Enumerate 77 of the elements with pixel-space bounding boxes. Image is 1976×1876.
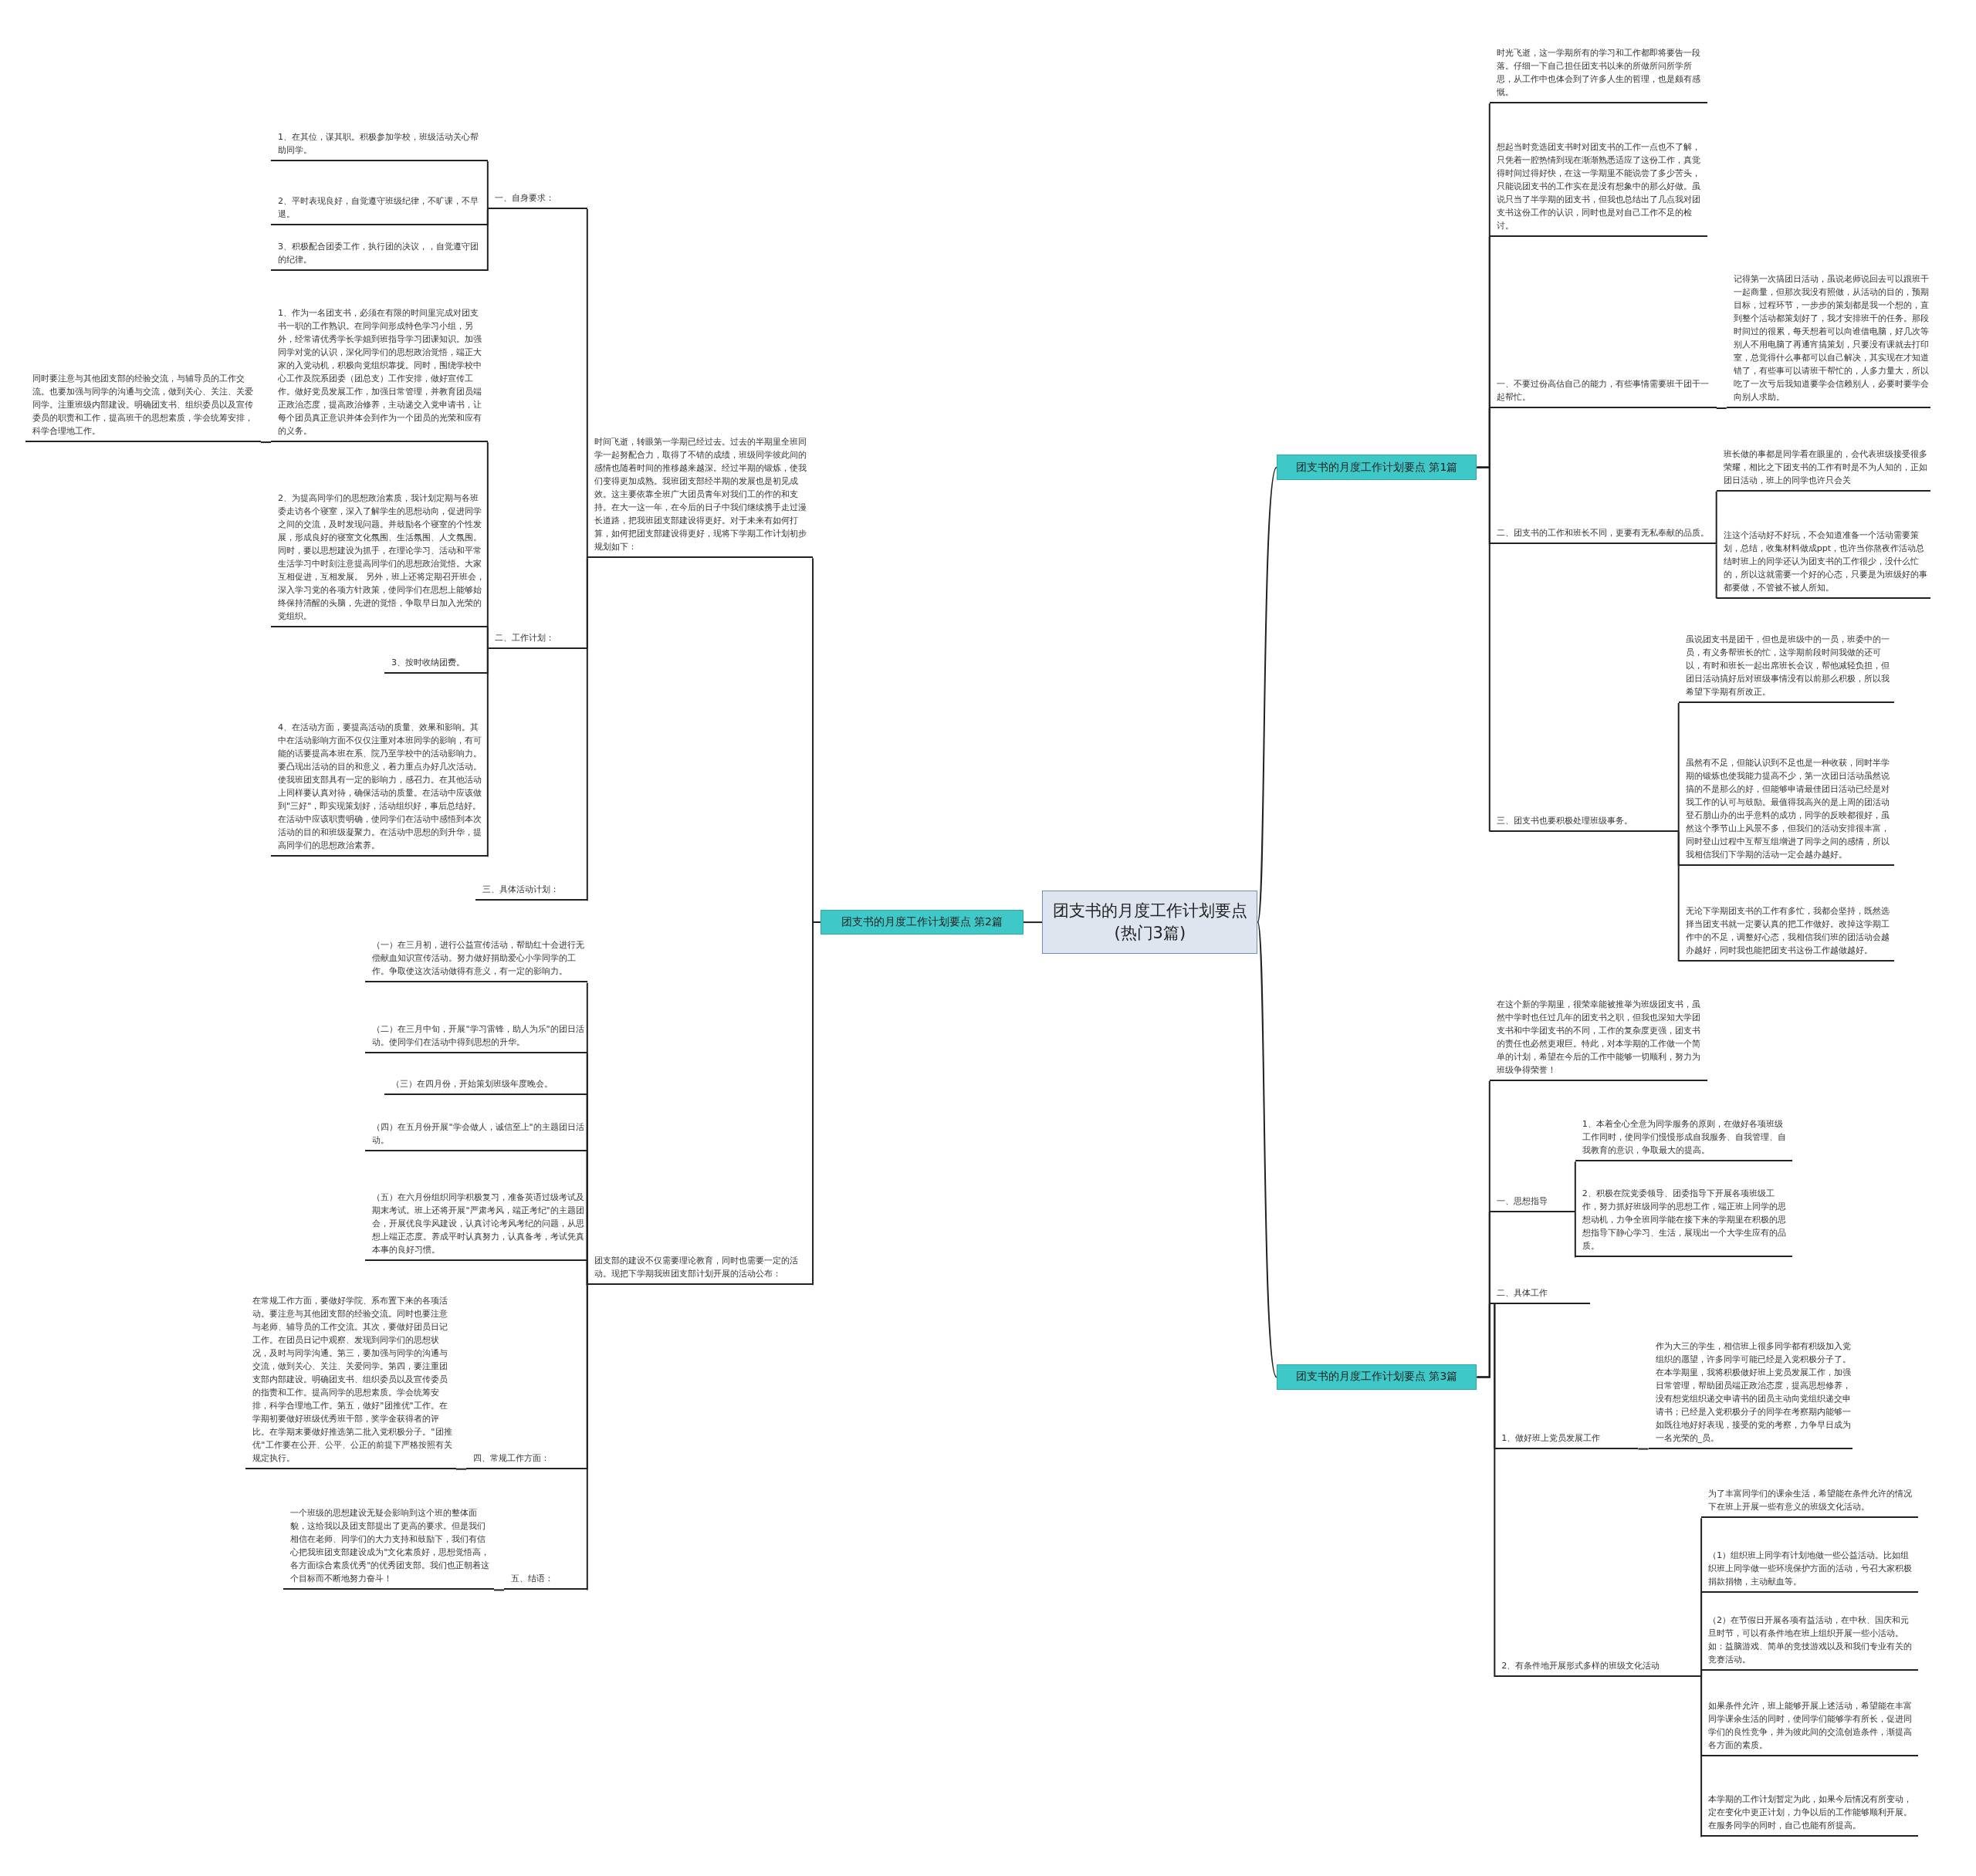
connector-line bbox=[455, 1468, 468, 1470]
underlined-topic: 1、做好班上党员发展工作 bbox=[1494, 1431, 1639, 1449]
underlined-topic: 无论下学期团支书的工作有多忙，我都会坚持，既然选择当团支书就一定要认真的把工作做好。改掉这学期工作中的不足，调整好心态，我相信我们班的团活动会越办越好，同时我也能把团支书这份工作越做越好。 bbox=[1678, 904, 1894, 962]
underlined-topic: 2、平时表现良好，自觉遵守班级纪律，不旷课，不早退。 bbox=[271, 194, 488, 226]
underlined-topic: （1）组织班上同学有计划地做一些公益活动。比如组织班上同学做一些环境保护方面的活动，号召大家积极捐款捐物，主动献血等。 bbox=[1701, 1548, 1918, 1593]
connector-line bbox=[486, 161, 489, 210]
underlined-topic: 想起当时竞选团支书时对团支书的工作一点也不了解，只凭着一腔热情到现在渐渐熟悉适应了这份工作，真觉得时间过得好快，在这一学期里不能说尝了多少苦头，只能说团支书的工作实在是没有想象中的那么好做。虽说只当了半学期的团支书，但我也总结出了几点我对团支书这份工作的认识，同时也是对自己工作不足的检讨。 bbox=[1489, 140, 1708, 237]
underlined-topic: 2、为提高同学们的思想政治素质，我计划定期与各班委走访各个寝室，深入了解学生的思想动向，促进同学之间的交流，及时发现问题。并鼓励各个寝室的个性发展，形成良好的寝室文化氛围、生活氛围、人文氛围。同时，要以思想建设为抓手，在理论学习、活动和平常生活学习中时刻注意提高同学们的思想政治觉悟。大家互相促进，互相发展。 另外，班上还将定期召开班会，深入学习党的各项方针政策，使同学们在思想上能够始终保持清醒的头脑，先进的觉悟，争取早日加入光荣的党组织。 bbox=[271, 492, 488, 628]
underlined-topic: 为了丰富同学们的课余生活，希望能在条件允许的情况下在班上开展一些有意义的班级文化活动。 bbox=[1701, 1487, 1918, 1519]
connector-line bbox=[493, 1589, 506, 1591]
connector-line bbox=[586, 1284, 588, 1591]
underlined-topic: 一个班级的思想建设无疑会影响到这个班的整体面貌，这给我以及团支部提出了更高的要求。但是我们相信在老师、同学们的大力支持和鼓励下，我们有信心把我班团支部建设成为"文化素质好，思想觉悟高，各方面综合素质优秀"的优秀团支部。我们也正朝着这个目标而不断地努力奋斗！ bbox=[283, 1506, 494, 1590]
underlined-topic: （2）在节假日开展各项有益活动，在中秋、国庆和元旦时节，可以有条件地在班上组织开展一些小活动。如：益脑游戏、简单的竞技游戏以及和我们专业有关的竞赛活动。 bbox=[1701, 1613, 1918, 1671]
underlined-topic: 在常规工作方面，要做好学院、系布置下来的各项活动。要注意与其他团支部的经验交流。同时也要注意与老师、辅导员的工作交流。其次，要做好团员日记工作。在团员日记中观察、发现到同学们的思想状况，及时与同学沟通。第三，要加强与同学的沟通与交流，做到关心、关注、关爱同学。第四，要注重团支部内部建设。明确团支书、组织委员以及宣传委员的指责和工作。提高同学的思想素质。学会统筹安排，科学合理地工作。第五，做好"团推优"工作。在学期初要做好班级优秀班干部，奖学金获得者的评比。在学期末要做好推选第二批入党积极分子。"团推优"工作要在公开、公平、公正的前提下严格按照有关规定执行。 bbox=[245, 1293, 456, 1469]
connector-line bbox=[1677, 702, 1680, 833]
connector-line bbox=[1022, 921, 1044, 924]
underlined-topic: 一、自身要求： bbox=[487, 191, 587, 210]
connector-line bbox=[1476, 1303, 1490, 1378]
underlined-topic: 1、本着全心全意为同学服务的原则，在做好各项班级工作同时，使同学们慢慢形成自我服务、自我管理、自我教育的意识，争取最大的提高。 bbox=[1575, 1117, 1792, 1162]
underlined-topic: （三）在四月份，开始策划班级年度晚会。 bbox=[384, 1077, 587, 1095]
underlined-topic: 2、有条件地开展形式多样的班级文化活动 bbox=[1494, 1659, 1702, 1678]
underlined-topic: 一、思想指导 bbox=[1489, 1194, 1575, 1212]
underlined-topic: 三、具体活动计划： bbox=[475, 883, 587, 901]
underlined-topic: 虽说团支书是团干，但也是班级中的一员，班委中的一员，有义务帮班长的忙，这学期前段时间我做的还可以，有时和班长一起出席班长会议，帮他减轻负担，但团日活动搞好后对班级事情没有以前那么积极，所以我希望下学期有所改正。 bbox=[1678, 633, 1894, 704]
underlined-topic: 三、团支书也要积极处理班级事务。 bbox=[1489, 813, 1679, 832]
underlined-topic: 虽然有不足，但能认识到不足也是一种收获，同时半学期的锻炼也使我能力提高不少，第一次团日活动虽然说搞的不是那么的好，但能够申请最佳团日活动已经是对我工作的认可与鼓励。最值得我高兴的是上周的团活动登石朋山办的出乎意料的成功，同学的反映都很好，虽然这个季节山上风景不多，但我们的活动安排很丰富，同时登山过程中互帮互组增进了同学之间的感情，所以我相信我们下学期的活动一定会越办越好。 bbox=[1678, 755, 1894, 866]
connector-line bbox=[1715, 490, 1717, 546]
connector-line bbox=[1700, 1676, 1703, 1838]
connector-line bbox=[586, 1260, 588, 1286]
underlined-topic: 团支部的建设不仅需要理论教育，同时也需要一定的活动。现把下学期我班团支部计划开展的活动公布： bbox=[587, 1254, 814, 1286]
connector-line bbox=[1257, 921, 1277, 1378]
connector-line bbox=[486, 208, 489, 272]
connector-line bbox=[586, 557, 588, 902]
connector-line bbox=[1257, 466, 1277, 924]
underlined-topic: （五）在六月份组织同学积极复习，准备英语过级考试及期末考试。班上还将开展"严肃考风，端正考纪"的主题团会，开展优良学风建设，认真讨论考风考纪的问题，从思想上端正态度。养成平时认真努力，认真备考，考试凭真本事的良好习惯。 bbox=[365, 1191, 587, 1262]
underlined-topic: 四、常规工作方面： bbox=[466, 1451, 587, 1469]
connector-line bbox=[1677, 830, 1680, 962]
connector-line bbox=[486, 647, 489, 858]
connector-line bbox=[486, 627, 489, 650]
connector-line bbox=[586, 208, 588, 559]
underlined-topic: 一、不要过份高估自己的能力，有些事情需要班干团干一起帮忙。 bbox=[1489, 377, 1717, 408]
connector-line bbox=[1476, 466, 1490, 833]
connector-line bbox=[1574, 1211, 1576, 1259]
underlined-topic: 时光飞逝，这一学期所有的学习和工作都即将要告一段落。仔细一下自己担任团支书以来的所做所问所学所思，从工作中也体会到了许多人生的哲理，也是颇有感慨。 bbox=[1489, 46, 1708, 103]
underlined-topic: 在这个新的学期里，很荣幸能被推举为班级团支书，虽然中学时也任过几年的团支书之职，但我也深知大学团支书和中学团支书的不同，工作的复杂度更强，团支书的责任也必然更艰巨。特此，对本学期的工作做一个简单的计划，希望在今后的工作中能够一切顺利，努力为班级争得荣誉！ bbox=[1489, 997, 1708, 1081]
connector-line bbox=[1715, 407, 1727, 409]
underlined-topic: 作为大三的学生，相信班上很多同学都有积级加入党组织的愿望，许多同学可能已经是入党积极分子了。在本学期里，我将积极做好班上党员发展工作，加强日常管理，帮助团员端正政治态度，提高思想修养，没有想党组织递交申请书的团员主动向党组织递交申请书；已经是入党积极分子的同学在考察期内能够一如既往地好好表现，接受的党的考察，力争早日成为一名光荣的_员。 bbox=[1648, 1339, 1852, 1449]
underlined-topic: 时间飞逝，转眼第一学期已经过去。过去的半期里全班同学一起努配合力，取得了不错的成绩，班级同学彼此间的感情也随着时间的推移越来越深。经过半期的锻炼，使我们变得更加成熟。我班团支部经半期的发展也是初见成效。这主要依靠全班广大团员青年对我们工的作的和支持。在大一这一年，在今后的日子中我们继续携手走过漫长道路，把我班团支部建设得更好。对于未来有如何打算，如何把团支部建设得更好，现将下学期工作计划初步规划如下： bbox=[587, 435, 814, 559]
branch-topic-box: 团支书的月度工作计划要点 第3篇 bbox=[1276, 1364, 1477, 1390]
underlined-topic: 二、具体工作 bbox=[1489, 1286, 1591, 1304]
underlined-topic: 二、团支书的工作和班长不同，更要有无私奉献的品质。 bbox=[1489, 526, 1717, 545]
connector-line bbox=[1715, 543, 1717, 600]
connector-line bbox=[1637, 1448, 1649, 1450]
underlined-topic: 1、在其位，谋其职。积极参加学校，班级活动关心帮助同学。 bbox=[271, 130, 488, 161]
underlined-topic: 记得第一次搞团日活动，虽说老师说回去可以跟班干一起商量，但那次我没有照做，从活动的目的，预期目标，过程环节，一步步的策划都是我一个想的，直到整个活动都策划好了，我才安排班干的任务。那段时间过的很累，每天想着可以向谁借电脑，好几次等别人不用电脑了再通宵搞策划，只要没有课就去打印室，总觉得什么事都可以自己解决，其实现在才知道错了，有些事可以请班干帮忙的，人多力量大，所以吃了一次亏后我知道要学会信赖别人，必要时要学会向别人求助。 bbox=[1726, 272, 1931, 408]
connector-line bbox=[1494, 1303, 1496, 1678]
underlined-topic: 2、积极在院党委领导、团委指导下开展各项班级工作，努力抓好班级同学的思想工作，端正班上同学的思想动机，力争全班同学能在接下来的学期里在积极的思想指导下静心学习、生活，展现出一个大学生应有的品质。 bbox=[1575, 1187, 1792, 1258]
connector-line bbox=[1574, 1161, 1576, 1213]
underlined-topic: 3、积极配合团委工作，执行团的决议，，自觉遵守团的纪律。 bbox=[271, 240, 488, 272]
underlined-topic: （二）在三月中旬，开展"学习雷锋，助人为乐"的团日活动。使同学们在活动中得到思想的升华。 bbox=[365, 1022, 587, 1053]
branch-topic-box: 团支书的月度工作计划要点 第1篇 bbox=[1276, 455, 1477, 480]
underlined-topic: 3、按时收纳团费。 bbox=[384, 656, 488, 674]
underlined-topic: （四）在五月份开展"学会做人，诚信至上"的主题团日活动。 bbox=[365, 1121, 587, 1152]
underlined-topic: （一）在三月初，进行公益宣传活动，帮助红十会进行无偿献血知识宣传活动。努力做好捐助爱心小学同学的工作。争取使这次活动做得有意义，有一定的影响力。 bbox=[365, 938, 587, 983]
underlined-topic: 同时要注意与其他团支部的经验交流，与辅导员的工作交流。也要加强与同学的沟通与交流，做到关心、关注、关爱同学。注重班级内部建设。明确团支书、组织委员以及宣传委员的职责和工作，提高班干的思想素质，学会统筹安排，科学合理地工作。 bbox=[25, 372, 261, 443]
underlined-topic: 1、作为一名团支书，必须在有限的时间里完成对团支书一职的工作熟识。在同学间形成特色学习小组，另外，经常请优秀学长学姐到班指导学习团课知识。加强同学对党的认识，深化同学们的思想政治觉悟，端正大家的入党动机，积极向党组织靠拢。同时，围绕学校中心工作及院系团委（团总支）工作安排，做好宣传工作。做好党员发展工作，加强日常管理，并教育团员端正政治态度，提高政治修养，主动递交入党申请书，让每个团员真正意识并体会到作为一个团员的光荣和应有的义务。 bbox=[271, 306, 488, 443]
central-topic-box: 团支书的月度工作计划要点(热门3篇) bbox=[1042, 891, 1258, 954]
underlined-topic: 五、结语： bbox=[504, 1572, 587, 1590]
underlined-topic: 如果条件允许，班上能够开展上述活动，希望能在丰富同学课余生活的同时，使同学们能够学有所长，促进同学们的良性竞争，并为彼此间的交流创造条件，渐提高各方面的素质。 bbox=[1701, 1699, 1918, 1756]
underlined-topic: 注这个活动好不好玩，不会知道准备一个活动需要策划，总结，收集材料做成ppt，也许当你熬夜作活动总结时班上的同学还认为团支书的工作很少，没什么忙的，所以这就需要一个好的心态，只要是为班级好的事都要做，不管被不被人所知。 bbox=[1716, 528, 1931, 599]
underlined-topic: 4、在活动方面，要提高活动的质量、效果和影响。其中在活动影响方面不仅仅注重对本班同学的影响，有可能的话要提高本班在系、院乃至学校中的活动影响力。要凸现出活动的目的和意义，着力重点办好几次活动。使我班团支部具有一定的影响力，感召力。在其他活动上同样要认真对待，确保活动的质量。在活动中应该做到"三好"，即实现策划好，活动组织好，事后总结好。在活动中应该职责明确，使同学们在活动中感悟到本次活动的目的和班级凝聚力。在活动中思想的到升华，提高同学们的思想政治素养。 bbox=[271, 721, 488, 857]
branch-topic-box: 团支书的月度工作计划要点 第2篇 bbox=[820, 909, 1024, 935]
underlined-topic: 班长做的事都是同学看在眼里的，会代表班级接受很多荣耀，相比之下团支书的工作有时是不为人知的，正如团日活动，班上的同学也许只会关 bbox=[1716, 447, 1931, 492]
underlined-topic: 本学期的工作计划暂定为此，如果今后情况有所变动，定在变化中更正计划，力争以后的工作能够顺利开展。在服务同学的同时，自己也能有所提高。 bbox=[1701, 1793, 1918, 1837]
underlined-topic: 二、工作计划： bbox=[487, 630, 587, 649]
connector-line bbox=[1700, 1669, 1703, 1678]
connector-line bbox=[259, 441, 272, 444]
